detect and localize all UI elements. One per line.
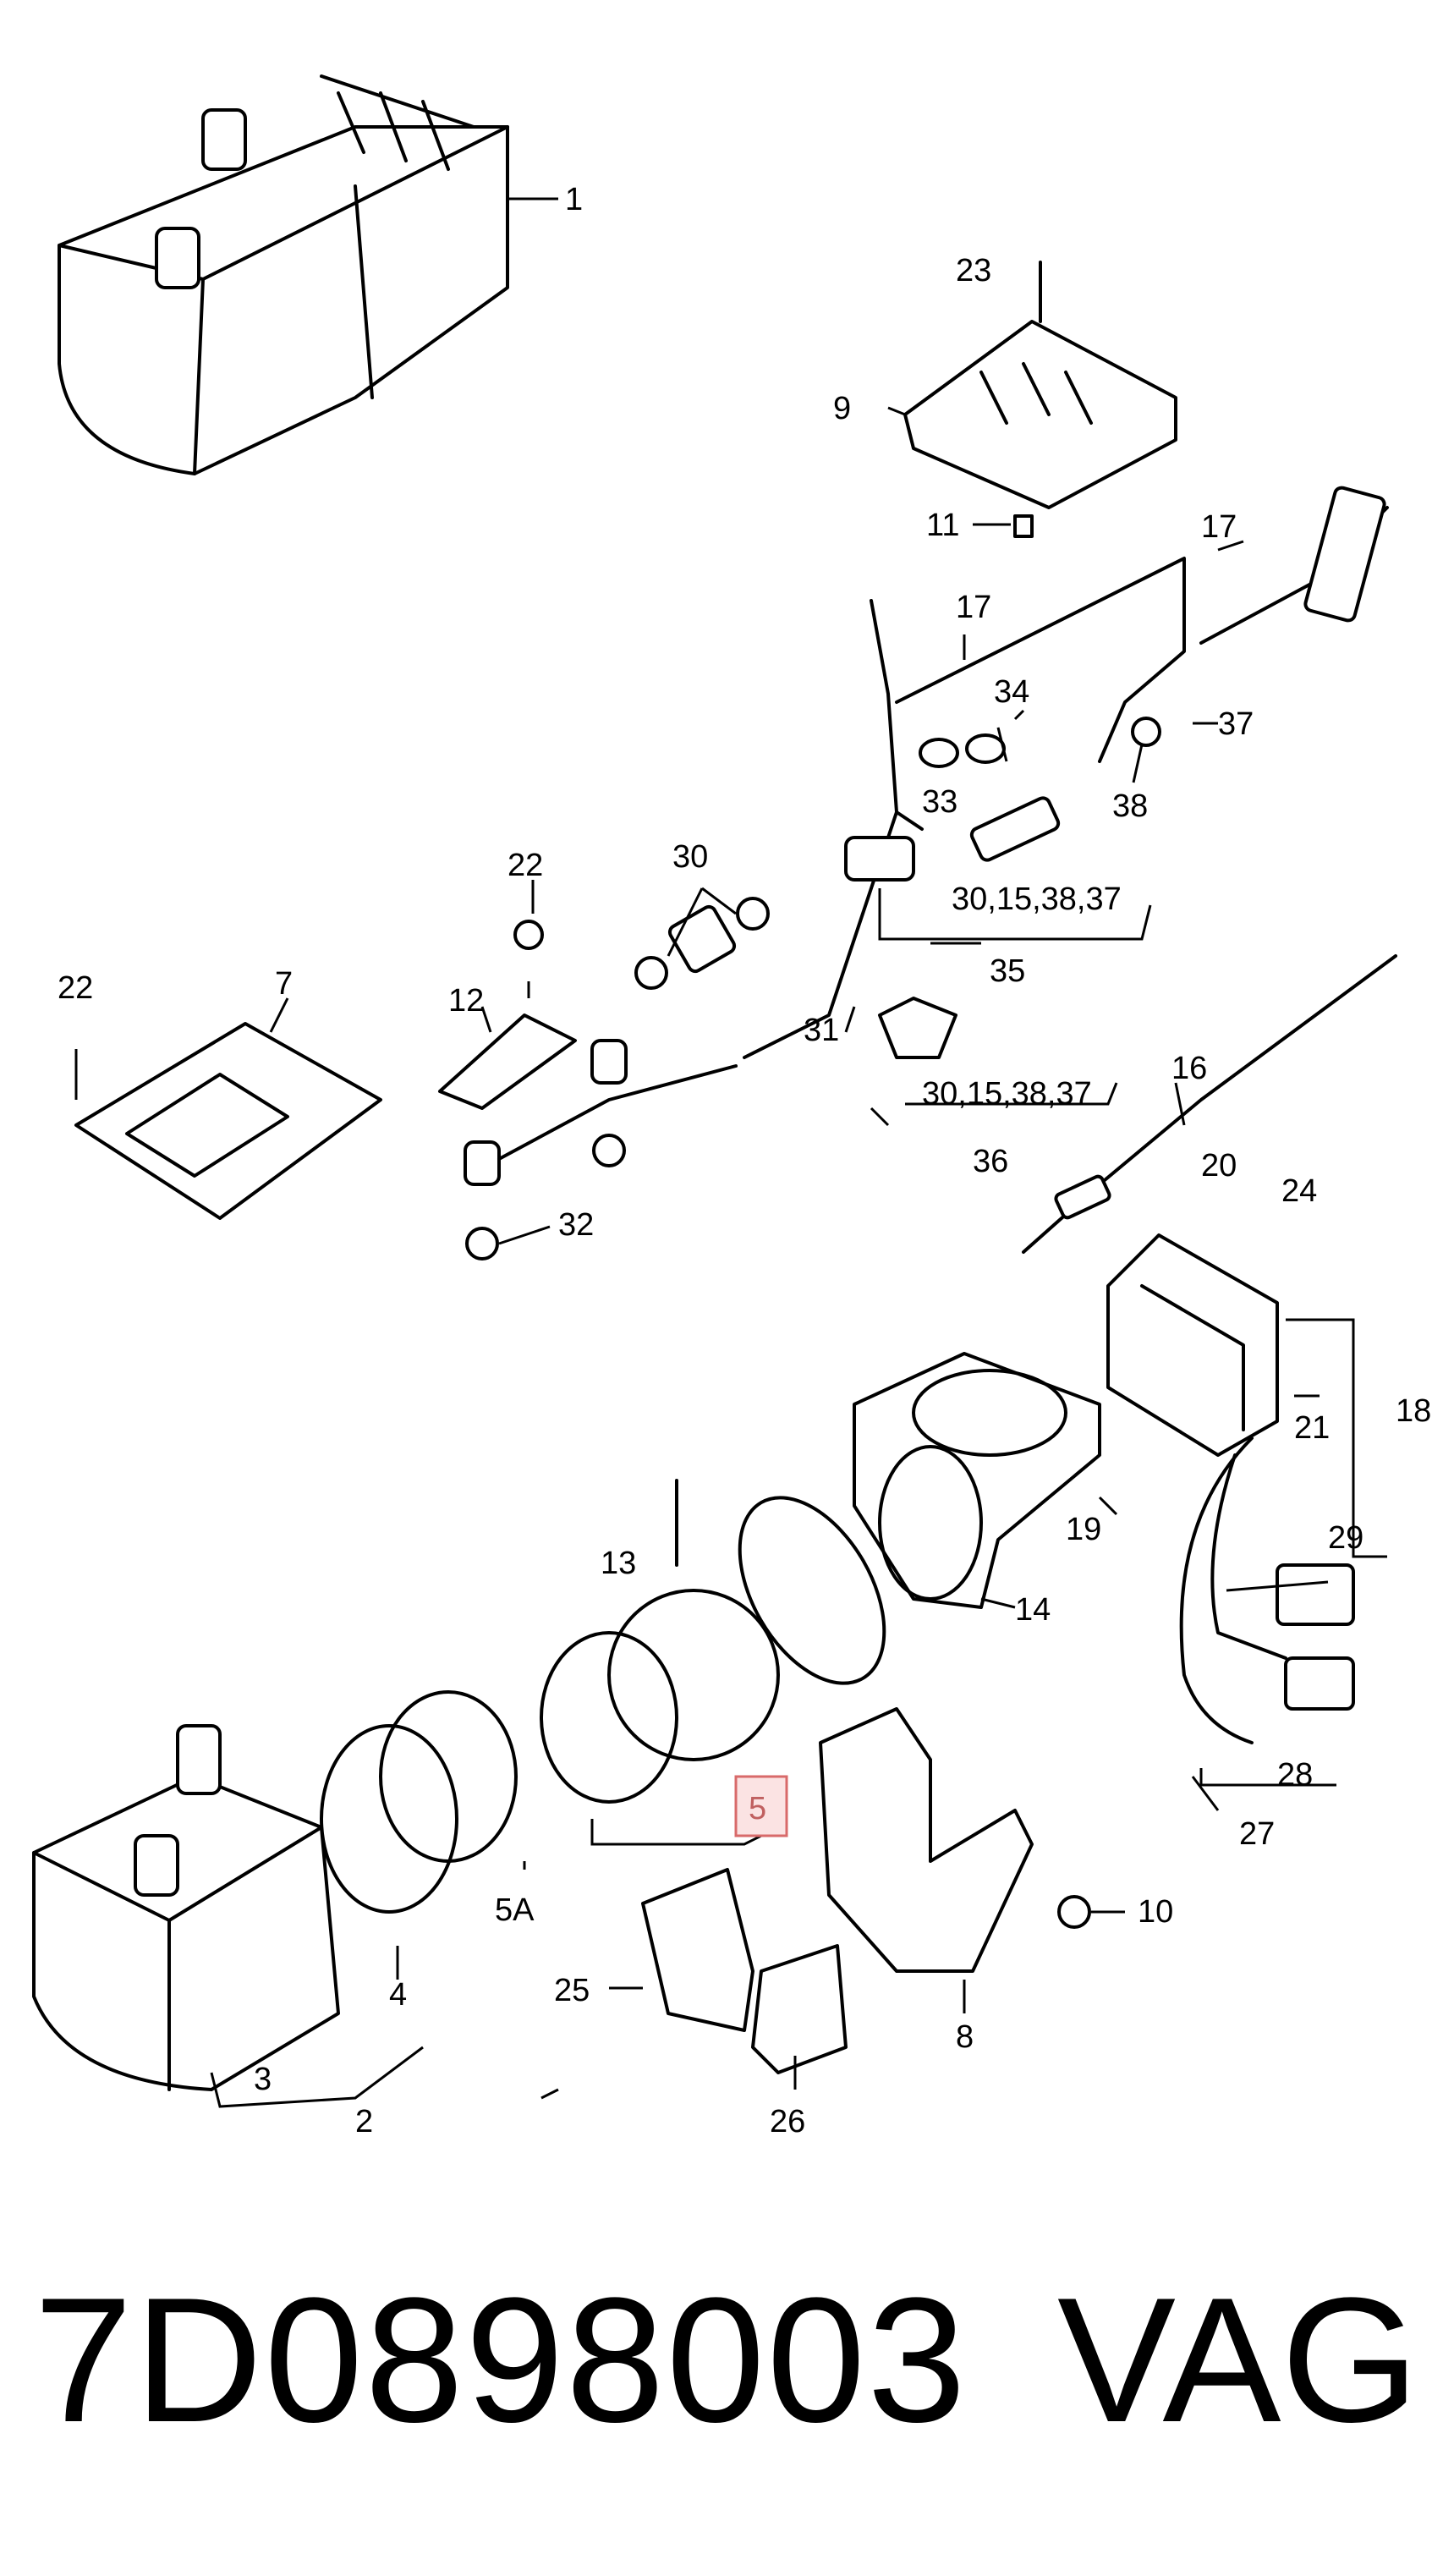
callout-33: 33: [922, 784, 957, 820]
callout-4: 4: [389, 1977, 407, 2013]
callout-28: 28: [1277, 1757, 1313, 1793]
callout-26: 26: [770, 2104, 805, 2139]
heater-unit-1: [58, 74, 509, 475]
brand-name: VAG: [1057, 2260, 1419, 2459]
bracket-12: [438, 897, 770, 1261]
callout-17a: 17: [956, 590, 991, 625]
callout-9: 9: [833, 391, 851, 426]
callout-27: 27: [1239, 1816, 1275, 1852]
callout-group-35: 30,15,38,37: [952, 882, 1122, 917]
callout-22b: 22: [58, 970, 93, 1006]
housing-18: [1106, 1233, 1355, 1744]
callout-5: 5: [749, 1791, 766, 1826]
callout-38: 38: [1112, 788, 1148, 824]
blower-14: [853, 1352, 1101, 1609]
sensor-cable-16: [1022, 954, 1397, 1254]
callout-group-36: 30,15,38,37: [922, 1076, 1092, 1112]
callout-5A: 5A: [495, 1892, 535, 1928]
callout-22a: 22: [508, 848, 543, 883]
callout-10: 10: [1138, 1894, 1173, 1930]
callout-7: 7: [275, 966, 293, 1002]
callout-30: 30: [672, 839, 708, 875]
highlighted-callout-5[interactable]: 5: [734, 1775, 788, 1837]
cover-plate-9: [903, 261, 1177, 538]
callout-labels: 1 2 3 4 5A 7 8 9 10 11 12 13 14 16 17 17…: [58, 182, 1431, 2139]
callout-37: 37: [1218, 706, 1254, 742]
callout-19: 19: [1066, 1512, 1101, 1547]
callout-13: 13: [601, 1546, 636, 1581]
callout-21: 21: [1294, 1410, 1330, 1446]
callout-3: 3: [254, 2062, 272, 2097]
burner-assembly-13: [320, 1479, 886, 1914]
callout-11: 11: [926, 508, 959, 543]
callout-32: 32: [558, 1207, 594, 1243]
wiring-harness-17: [743, 486, 1389, 1059]
callout-8: 8: [956, 2019, 974, 2055]
footer: 7D0898003 VAG: [0, 2233, 1443, 2487]
callout-29: 29: [1328, 1520, 1363, 1556]
callout-25: 25: [554, 1973, 590, 2008]
base-plate-7: [74, 1022, 382, 1220]
leader-lines: [74, 197, 1387, 2108]
callout-2: 2: [355, 2104, 373, 2139]
callout-17b: 17: [1201, 509, 1237, 545]
callout-24: 24: [1281, 1173, 1317, 1209]
part-number: 7D0898003: [34, 2260, 968, 2459]
callout-34: 34: [994, 674, 1029, 710]
callout-23: 23: [956, 253, 991, 288]
temperature-sensor-35: [844, 717, 1161, 882]
callout-35: 35: [990, 953, 1025, 989]
callout-18: 18: [1396, 1393, 1431, 1429]
heater-body-2: [32, 1724, 340, 2091]
jacket-pieces-8: [641, 1707, 1091, 2074]
callout-12: 12: [448, 983, 484, 1019]
callout-31: 31: [804, 1013, 839, 1048]
callout-14: 14: [1015, 1592, 1051, 1628]
sensor-36: [878, 997, 957, 1059]
callout-36: 36: [973, 1144, 1008, 1179]
callout-20: 20: [1201, 1148, 1237, 1184]
callout-16: 16: [1171, 1051, 1207, 1086]
callout-1: 1: [565, 182, 583, 217]
